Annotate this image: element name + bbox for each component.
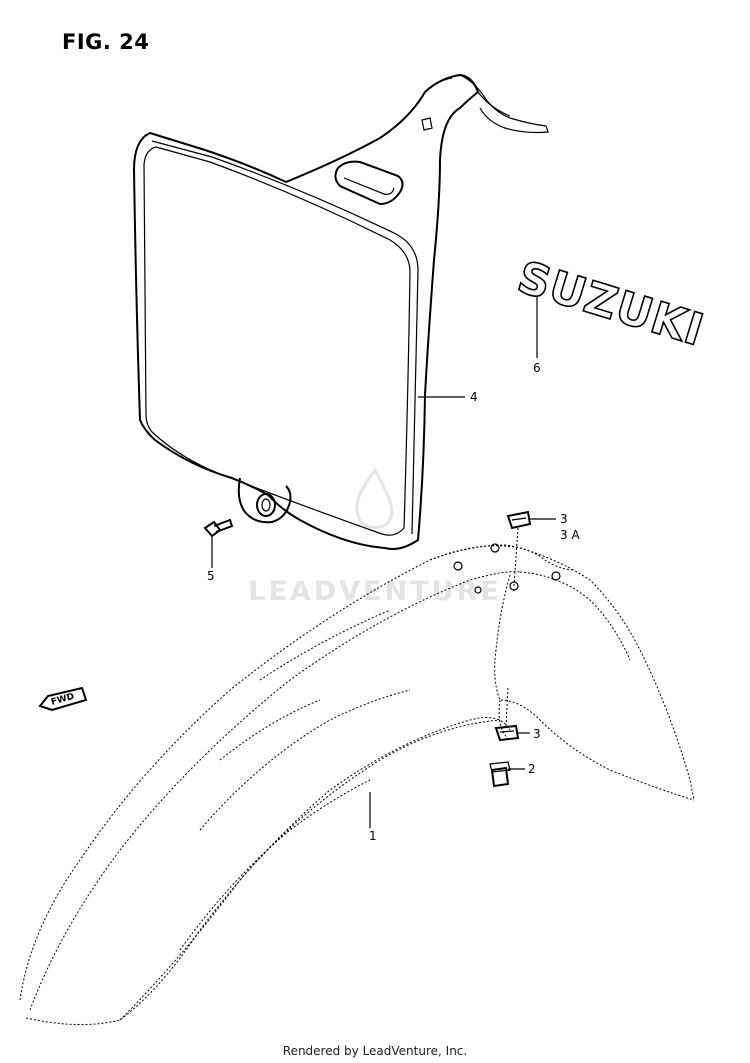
callout-4: 4 — [470, 390, 478, 404]
callout-3a: 3 A — [560, 528, 580, 542]
callout-3-top: 3 — [560, 512, 568, 526]
figure-title: FIG. 24 — [62, 30, 150, 54]
screw — [203, 518, 234, 538]
callout-1: 1 — [369, 829, 377, 843]
front-fender — [19, 543, 695, 1025]
footer-credit: Rendered by LeadVenture, Inc. — [282, 1044, 468, 1058]
suzuki-emblem: SUZUKI — [511, 251, 711, 357]
direction-marker: FWD — [38, 686, 88, 712]
clip-nut-lower — [494, 724, 520, 742]
callout-2: 2 — [528, 762, 536, 776]
leader-lines — [211, 297, 556, 828]
callout-5: 5 — [207, 569, 215, 583]
suzuki-logo-text: SUZUKI — [512, 252, 710, 357]
number-plate — [132, 73, 549, 550]
clip-mount-leader — [513, 527, 519, 587]
clip-lower-mount-leader — [505, 687, 509, 727]
watermark-text: LEADVENTURE — [248, 576, 501, 607]
watermark-flame-icon — [355, 467, 394, 529]
bolt — [489, 761, 511, 788]
clip-nut-top — [506, 510, 532, 530]
watermark: LEADVENTURE — [248, 467, 501, 607]
callout-3-lower: 3 — [533, 727, 541, 741]
callout-6: 6 — [533, 361, 541, 375]
